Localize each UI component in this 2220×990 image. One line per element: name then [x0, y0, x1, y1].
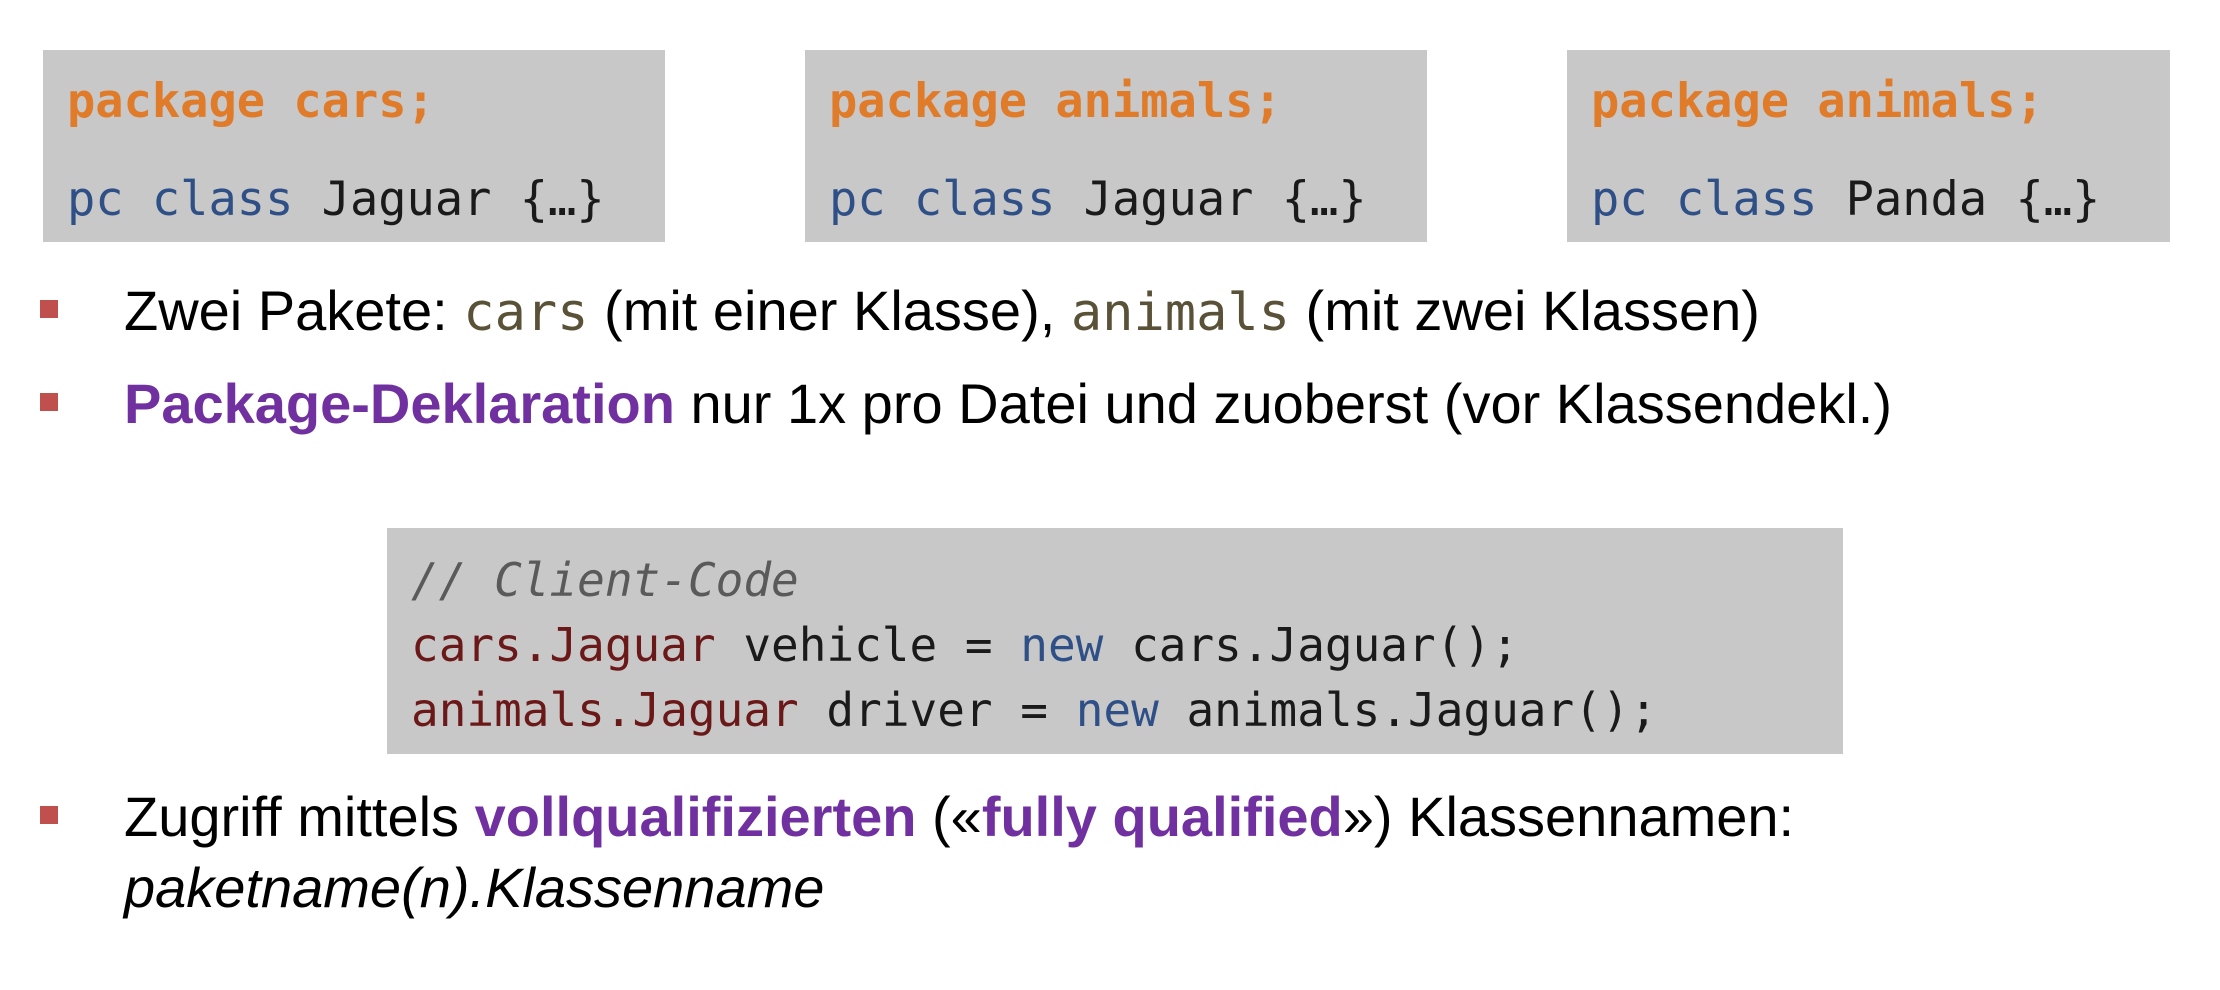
highlight-term: Package-Deklaration: [124, 372, 675, 435]
modifier-keyword: pc: [829, 172, 886, 227]
text-segment: (mit zwei Klassen): [1290, 279, 1760, 342]
type-name: animals.Jaguar: [411, 683, 799, 737]
code-line-vehicle: cars.Jaguar vehicle = new cars.Jaguar();: [411, 613, 1843, 678]
highlight-term: fully qualified: [981, 785, 1343, 848]
package-declaration: package animals;: [1591, 74, 2044, 129]
class-name: Jaguar: [321, 172, 492, 227]
modifier-keyword: pc: [67, 172, 124, 227]
bullet-text-packages: Zwei Pakete: cars (mit einer Klasse), an…: [124, 278, 1760, 343]
class-body: {…}: [519, 172, 605, 227]
text-segment: (mit einer Klasse),: [588, 279, 1071, 342]
code-segment: vehicle =: [715, 618, 1021, 672]
class-declaration: pc class Panda {…}: [1591, 172, 2100, 227]
text-segment: Zugriff mittels: [124, 785, 475, 848]
bullet-marker: [40, 393, 58, 411]
bullet-marker: [40, 806, 58, 824]
code-segment: animals.Jaguar();: [1158, 683, 1658, 737]
class-declaration: pc class Jaguar {…}: [829, 172, 1367, 227]
code-box-animals-panda: package animals; pc class Panda {…}: [1567, 50, 2170, 242]
class-body: {…}: [2015, 172, 2101, 227]
bullet-text-fully-qualified: Zugriff mittels vollqualifizierten («ful…: [124, 784, 1794, 849]
inline-code-cars: cars: [463, 283, 589, 343]
code-line-driver: animals.Jaguar driver = new animals.Jagu…: [411, 678, 1843, 743]
highlight-term: vollqualifizierten: [474, 785, 917, 848]
client-code-box: // Client-Code cars.Jaguar vehicle = new …: [387, 528, 1843, 754]
class-declaration: pc class Jaguar {…}: [67, 172, 605, 227]
bullet-text-package-declaration: Package-Deklaration nur 1x pro Datei und…: [124, 371, 1892, 436]
class-keyword: class: [913, 172, 1056, 227]
text-segment: Zwei Pakete:: [124, 279, 464, 342]
bullet-marker: [40, 300, 58, 318]
code-box-animals-jaguar: package animals; pc class Jaguar {…}: [805, 50, 1427, 242]
code-segment: cars.Jaguar();: [1103, 618, 1519, 672]
class-body: {…}: [1281, 172, 1367, 227]
package-declaration: package cars;: [67, 74, 435, 129]
new-keyword: new: [1020, 618, 1104, 672]
class-keyword: class: [151, 172, 294, 227]
text-segment: ») Klassennamen:: [1342, 785, 1795, 848]
class-name: Panda: [1845, 172, 1988, 227]
package-declaration: package animals;: [829, 74, 1282, 129]
class-name: Jaguar: [1083, 172, 1254, 227]
modifier-keyword: pc: [1591, 172, 1648, 227]
text-segment: («: [916, 785, 982, 848]
inline-code-animals: animals: [1070, 283, 1290, 343]
code-segment: driver =: [798, 683, 1076, 737]
code-comment: // Client-Code: [411, 553, 799, 607]
qualified-name-pattern: paketname(n).Klassenname: [124, 856, 825, 919]
text-segment: nur 1x pro Datei und zuoberst (vor Klass…: [674, 372, 1892, 435]
code-box-cars-jaguar: package cars; pc class Jaguar {…}: [43, 50, 665, 242]
type-name: cars.Jaguar: [411, 618, 716, 672]
new-keyword: new: [1075, 683, 1159, 737]
class-keyword: class: [1675, 172, 1818, 227]
